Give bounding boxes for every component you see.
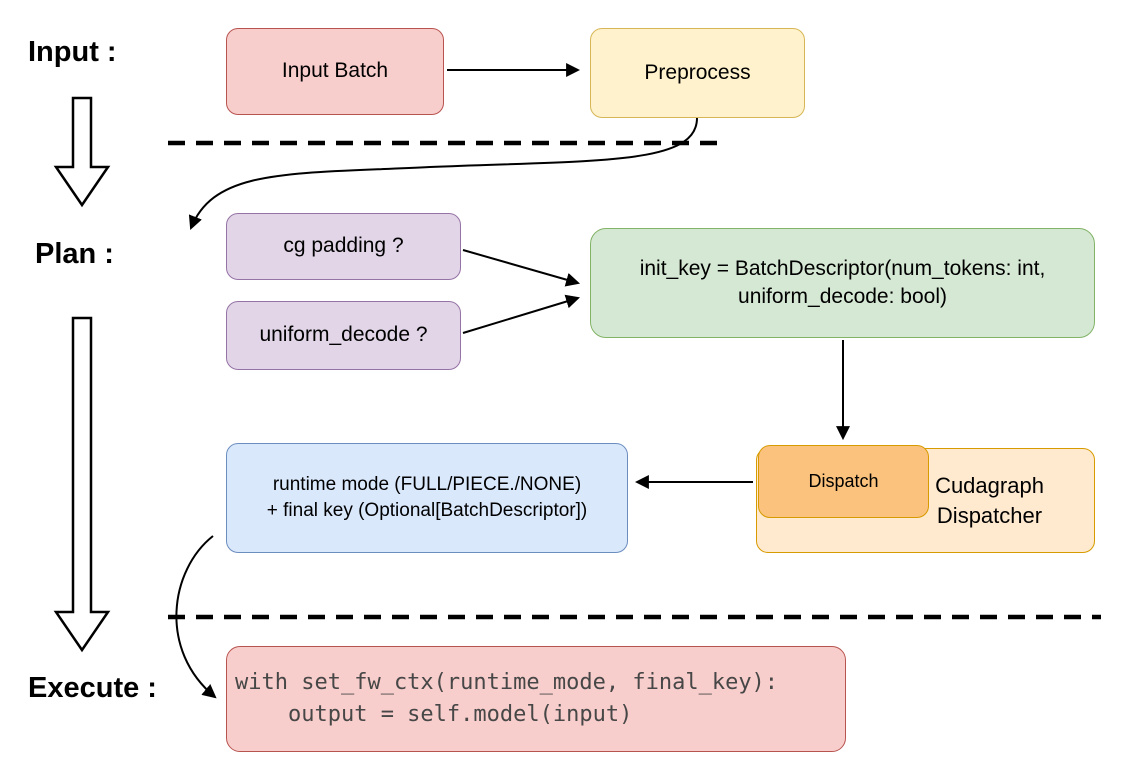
node-cudagraph-dispatcher-label: Cudagraph Dispatcher <box>907 449 1072 552</box>
node-dispatch-label: Dispatch <box>808 471 879 492</box>
node-runtime-mode-line1: runtime mode (FULL/PIECE./NONE) <box>272 474 582 496</box>
arrow-uniform-decode-to-init-key <box>462 294 581 334</box>
node-cg-padding-label: cg padding ? <box>283 234 404 258</box>
node-cudagraph-line2: Dispatcher <box>936 502 1043 528</box>
node-runtime-mode-line2: + final key (Optional[BatchDescriptor]) <box>266 500 588 521</box>
section-label-plan: Plan : <box>35 238 114 270</box>
arrow-cg-padding-to-init-key <box>462 249 581 287</box>
node-runtime-mode: runtime mode (FULL/PIECE./NONE) + final … <box>226 443 628 553</box>
execute-code-line2: output = self.model(input) <box>235 702 633 727</box>
node-input-batch: Input Batch <box>226 28 444 115</box>
node-uniform-decode-label: uniform_decode ? <box>259 323 428 347</box>
node-cg-padding: cg padding ? <box>226 213 461 280</box>
node-input-batch-label: Input Batch <box>281 59 389 83</box>
node-preprocess: Preprocess <box>590 28 805 118</box>
section-label-input: Input : <box>28 36 117 68</box>
node-execute-code: with set_fw_ctx(runtime_mode, final_key)… <box>226 646 846 752</box>
node-cudagraph-line1: Cudagraph <box>935 472 1044 498</box>
node-init-key-line1: init_key = BatchDescriptor(num_tokens: i… <box>639 256 1046 280</box>
node-preprocess-label: Preprocess <box>644 60 751 84</box>
section-label-execute: Execute : <box>28 672 157 704</box>
arrow-preprocess-to-cg-padding <box>188 117 698 230</box>
node-uniform-decode: uniform_decode ? <box>226 301 461 370</box>
node-init-key-line2: uniform_decode: bool) <box>738 285 947 308</box>
node-init-key: init_key = BatchDescriptor(num_tokens: i… <box>590 228 1095 338</box>
node-dispatch: Dispatch <box>758 445 929 518</box>
arrow-runtime-mode-to-execute-code <box>175 535 217 699</box>
hollow-arrow-plan-to-execute <box>53 316 111 653</box>
execute-code-line1: with set_fw_ctx(runtime_mode, final_key)… <box>235 670 779 696</box>
hollow-arrow-input-to-plan <box>53 96 111 208</box>
